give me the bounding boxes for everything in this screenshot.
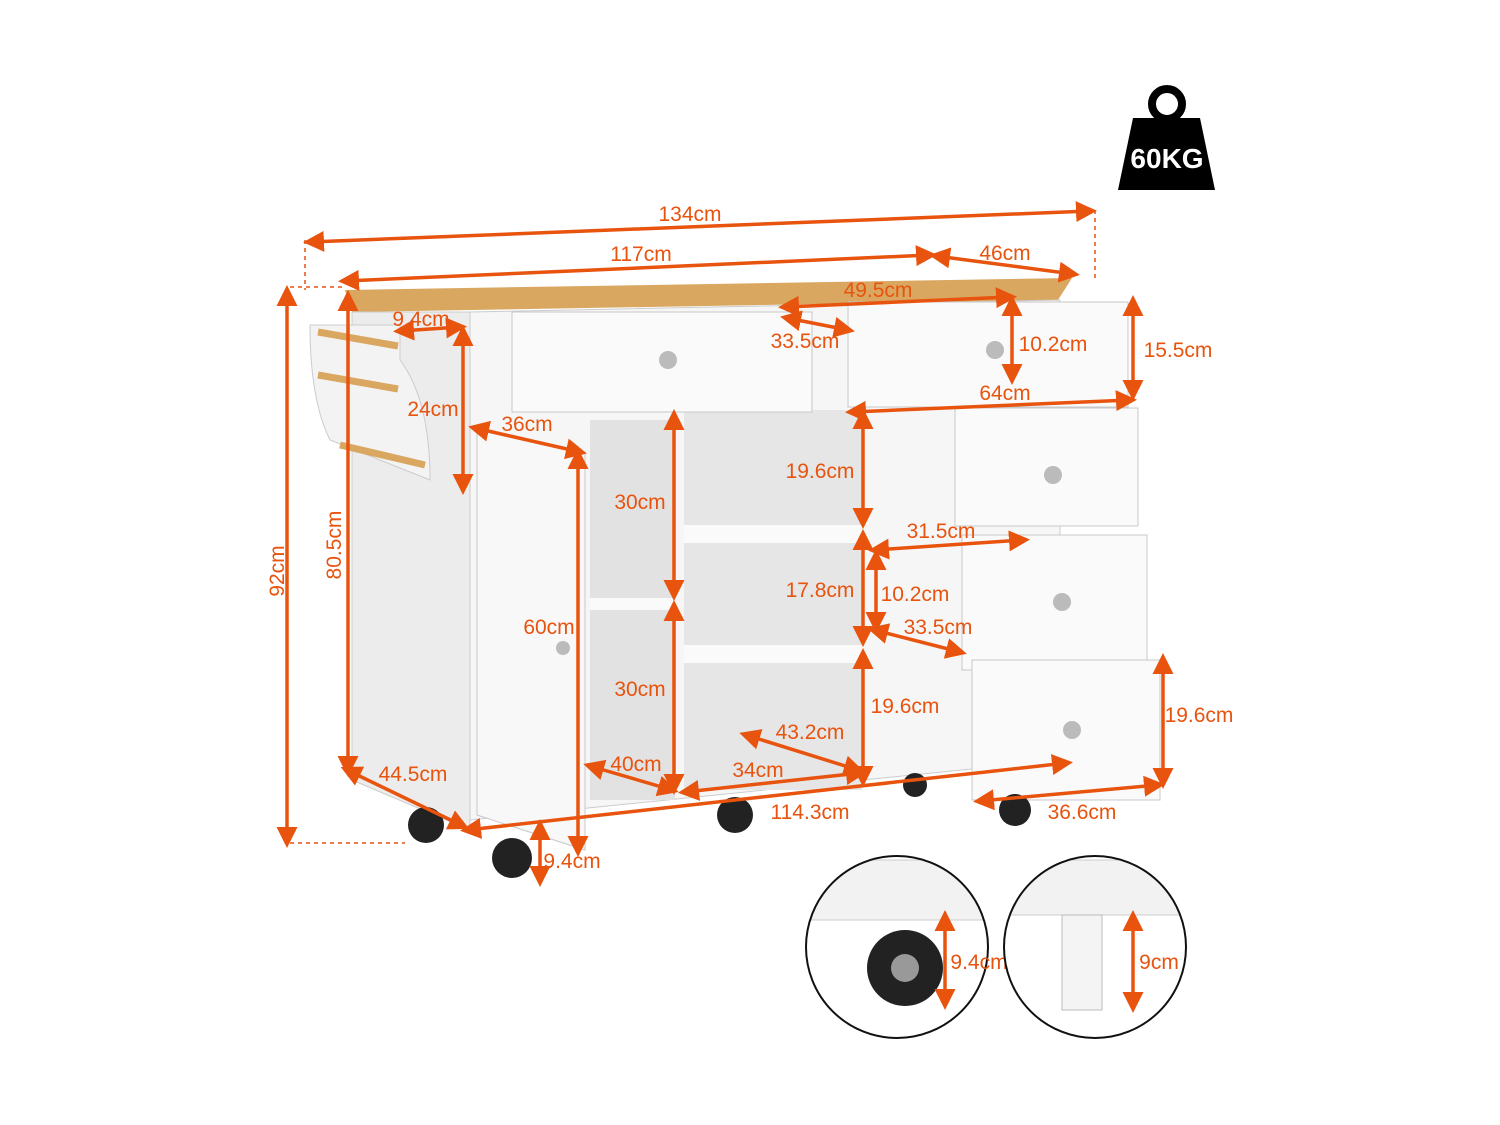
label-cabinet-depth: 40cm	[610, 753, 661, 776]
drawer-knob	[1063, 721, 1081, 739]
label-shelf-mid: 17.8cm	[786, 579, 855, 602]
label-top-width: 117cm	[610, 243, 671, 266]
open-shelving	[684, 410, 862, 790]
arrow-right-section-width	[845, 390, 1137, 422]
drawer-knob	[1053, 593, 1071, 611]
label-right-drawer-height: 10.2cm	[881, 583, 950, 606]
label-shelf-bottom: 19.6cm	[871, 695, 940, 718]
shelf	[684, 525, 862, 543]
label-depth: 46cm	[979, 242, 1030, 265]
open-door	[476, 427, 586, 851]
drawer-knob	[986, 341, 1004, 359]
label-inset-wheel-height: 9.4cm	[950, 951, 1007, 974]
label-right-section-width: 64cm	[979, 382, 1030, 405]
arrow-right-drawer-depth	[867, 623, 967, 659]
label-cabinet-lower: 30cm	[614, 678, 665, 701]
label-shelf-depth: 43.2cm	[776, 721, 845, 744]
label-rack-depth: 9.4cm	[392, 308, 449, 331]
label-side-depth: 44.5cm	[379, 763, 448, 786]
leg	[1061, 914, 1103, 1011]
arrow-side-depth	[340, 766, 470, 830]
arrow-drawer-front-width	[973, 775, 1165, 811]
weight-badge: 60KG	[1118, 85, 1215, 190]
inset-wheel-detail: 9.4cm	[805, 855, 1008, 1039]
arrow-top-drawer-width	[778, 287, 1017, 317]
dimension-arrows	[276, 201, 1174, 887]
arrow-depth	[929, 247, 1080, 283]
label-drawer-front-width: 36.6cm	[1048, 801, 1117, 824]
drawer-knob	[659, 351, 677, 369]
arrow-overall-width	[303, 201, 1097, 252]
shelf	[590, 598, 675, 610]
shelf	[684, 645, 862, 663]
label-cabinet-upper: 30cm	[614, 491, 665, 514]
label-top-drawer-depth: 33.5cm	[771, 330, 840, 353]
label-overall-height: 92cm	[266, 545, 289, 596]
label-top-drawer-width: 49.5cm	[844, 279, 913, 302]
label-right-drawer-width: 31.5cm	[907, 520, 976, 543]
drawer-knob	[1044, 466, 1062, 484]
weight-icon	[1118, 85, 1215, 190]
arrow-right-drawer-width	[868, 530, 1030, 560]
label-base-width: 114.3cm	[771, 801, 850, 824]
label-body-height: 80.5cm	[323, 511, 346, 580]
label-door-height: 60cm	[523, 616, 574, 639]
caster-wheel	[492, 838, 532, 878]
right-drawer-1	[954, 407, 1139, 527]
arrow-base-width	[460, 754, 1073, 839]
arrow-top-drawer-depth	[780, 310, 855, 338]
arrow-rack-depth	[393, 317, 467, 341]
inset-leg-detail: 9cm	[1003, 855, 1187, 1039]
label-drawer-front-height: 15.5cm	[1144, 339, 1213, 362]
label-shelf-top: 19.6cm	[786, 460, 855, 483]
label-inset-leg-height: 9cm	[1139, 951, 1179, 974]
arrow-door-width	[468, 420, 587, 460]
dimension-labels: 134cm 117cm 46cm 49.5cm 33.5cm 10.2cm 15…	[266, 203, 1233, 873]
label-overall-width: 134cm	[658, 203, 721, 226]
label-wheel-height: 9.4cm	[543, 850, 600, 873]
arrow-top-width	[338, 245, 937, 291]
weight-label: 60KG	[1130, 143, 1203, 174]
kitchen-island-illustration	[309, 278, 1161, 878]
caster-wheel	[903, 773, 927, 797]
label-top-drawer-height: 10.2cm	[1019, 333, 1088, 356]
door-knob	[556, 641, 570, 655]
label-door-width: 36cm	[501, 413, 552, 436]
label-rack-height: 24cm	[407, 398, 458, 421]
label-right-drawer-depth: 33.5cm	[904, 616, 973, 639]
label-drawer-front-height-2: 19.6cm	[1165, 704, 1234, 727]
label-shelf-width: 34cm	[732, 759, 783, 782]
